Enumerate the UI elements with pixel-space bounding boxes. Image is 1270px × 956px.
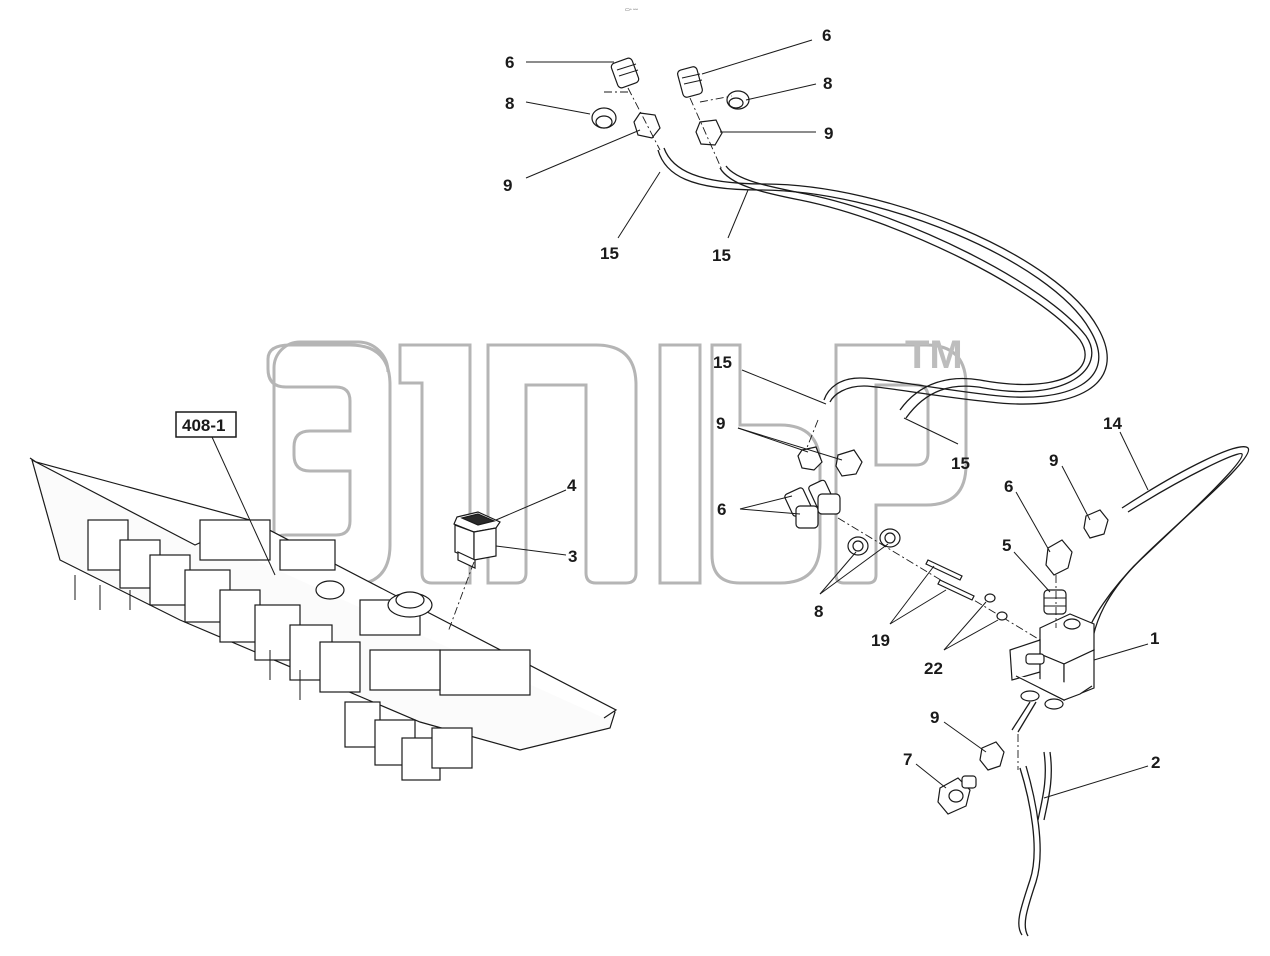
callout-9: 9 [716, 414, 725, 433]
rocker-switch [447, 511, 501, 633]
hoses [657, 147, 1250, 937]
callout-8: 8 [823, 74, 832, 93]
callout-6: 6 [717, 500, 726, 519]
callout-9: 9 [503, 176, 512, 195]
control-panel-assembly [29, 457, 618, 781]
callout-4: 4 [567, 476, 577, 495]
callout-15: 15 [951, 454, 970, 473]
callout-7: 7 [903, 750, 912, 769]
callout-6: 6 [1004, 477, 1013, 496]
callout-14: 14 [1103, 414, 1122, 433]
callout-15: 15 [713, 353, 732, 372]
callout-9: 9 [1049, 451, 1058, 470]
middle-fittings [784, 419, 1041, 641]
reference-box-label: 408-1 [182, 416, 225, 435]
callout-1: 1 [1150, 629, 1159, 648]
callout-15: 15 [600, 244, 619, 263]
callout-8: 8 [814, 602, 823, 621]
reference-box[interactable]: 408-1 [175, 411, 276, 576]
callout-15: 15 [712, 246, 731, 265]
watermark-logo: TM [266, 333, 968, 587]
valve-block [937, 509, 1109, 815]
header-mark: ▭▫ ▫▫▫ [625, 7, 638, 13]
leader-lines [495, 39, 1149, 799]
callout-22: 22 [924, 659, 943, 678]
callout-3: 3 [568, 547, 577, 566]
callout-2: 2 [1151, 753, 1160, 772]
callout-labels: 6 8 9 15 15 6 8 9 15 9 6 15 8 4 3 14 9 6… [503, 26, 1160, 772]
upper-fittings [591, 57, 750, 171]
callout-19: 19 [871, 631, 890, 650]
callout-9: 9 [930, 708, 939, 727]
callout-6: 6 [505, 53, 514, 72]
callout-5: 5 [1002, 536, 1011, 555]
callout-6: 6 [822, 26, 831, 45]
watermark-trademark: TM [905, 333, 963, 377]
callout-8: 8 [505, 94, 514, 113]
callout-9: 9 [824, 124, 833, 143]
